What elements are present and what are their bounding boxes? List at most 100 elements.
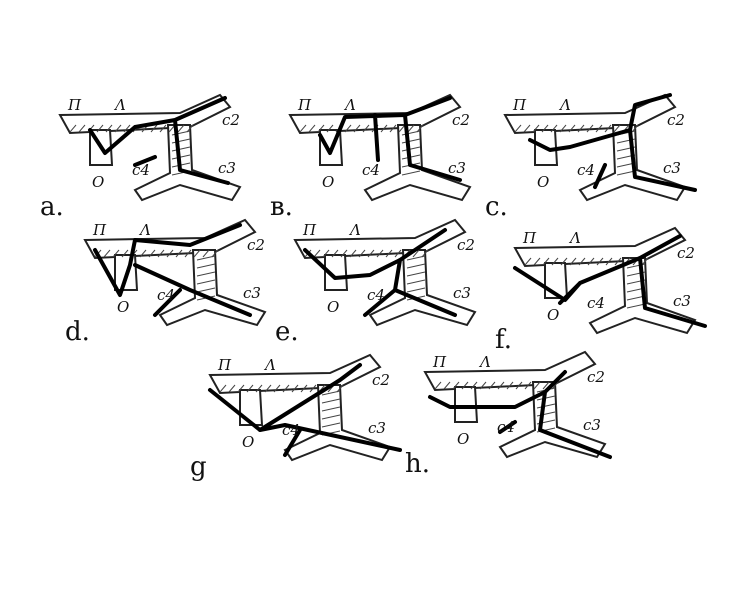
- hatch-mark: [196, 263, 216, 269]
- label-pi: П: [67, 96, 82, 114]
- hatch-mark: [321, 398, 341, 404]
- hatch-mark: [300, 384, 308, 393]
- hatch-mark: [613, 124, 621, 133]
- hatch-mark: [114, 124, 122, 133]
- label-c2: c2: [677, 244, 695, 262]
- hatch-mark: [308, 124, 316, 133]
- hatch-mark: [105, 124, 113, 133]
- molecular-tube: [498, 381, 607, 459]
- bond-path: [528, 93, 697, 192]
- hatch-mark: [282, 384, 290, 393]
- hatch-mark: [631, 124, 639, 133]
- hatch-mark: [389, 124, 397, 133]
- hatch-mark: [321, 390, 341, 396]
- hatch-mark: [514, 124, 522, 133]
- hatch-mark: [536, 403, 556, 409]
- hatch-mark: [228, 384, 236, 393]
- bond-path: [208, 363, 402, 457]
- hatch-mark: [401, 170, 421, 176]
- label-pi: П: [217, 356, 232, 374]
- hatch-mark: [401, 146, 421, 152]
- panel-letter: c.: [485, 192, 508, 222]
- label-pi: П: [432, 353, 447, 371]
- hatch-mark: [148, 249, 156, 258]
- hatch-mark: [313, 249, 321, 258]
- label-o: O: [327, 298, 339, 316]
- hatch-mark: [542, 257, 550, 266]
- label-c4: c4: [577, 161, 595, 179]
- bond-path: [93, 223, 252, 317]
- hatch-mark: [569, 257, 577, 266]
- hatch-mark: [358, 249, 366, 258]
- label-o: O: [457, 430, 469, 448]
- hatch-mark: [416, 124, 424, 133]
- hatch-mark: [412, 249, 420, 258]
- label-c2: c2: [222, 111, 240, 129]
- hatch-mark: [479, 381, 487, 390]
- label-lambda: Λ: [478, 353, 491, 371]
- hatch-mark: [159, 124, 167, 133]
- hatch-mark: [406, 279, 426, 285]
- label-c3: c3: [663, 159, 681, 177]
- label-c2: c2: [457, 236, 475, 254]
- panel-letter: f.: [495, 325, 512, 355]
- hatch-mark: [406, 255, 426, 261]
- hatch-mark: [551, 257, 559, 266]
- hatch-mark: [211, 249, 219, 258]
- label-c3: c3: [368, 419, 386, 437]
- hatch-mark: [196, 271, 216, 277]
- label-c2: c2: [452, 111, 470, 129]
- label-o: O: [322, 173, 334, 191]
- label-lambda: Λ: [343, 96, 356, 114]
- hatch-mark: [264, 384, 272, 393]
- molecular-tube: [324, 254, 349, 291]
- hatch-mark: [385, 249, 393, 258]
- hatch-mark: [321, 422, 341, 428]
- hatch-mark: [193, 249, 201, 258]
- hatch-mark: [523, 124, 531, 133]
- hatch-mark: [406, 287, 426, 293]
- hatch-mark: [533, 381, 541, 390]
- label-c3: c3: [243, 284, 261, 302]
- label-lambda: Λ: [138, 221, 151, 239]
- label-c3: c3: [218, 159, 236, 177]
- hatch-mark: [344, 124, 352, 133]
- hatch-mark: [362, 124, 370, 133]
- hatch-mark: [246, 384, 254, 393]
- hatch-mark: [103, 249, 111, 258]
- hatch-mark: [595, 124, 603, 133]
- hatch-mark: [604, 124, 612, 133]
- hatch-mark: [112, 249, 120, 258]
- hatch-mark: [542, 381, 550, 390]
- hatch-mark: [321, 406, 341, 412]
- label-c4: c4: [362, 161, 380, 179]
- label-pi: П: [512, 96, 527, 114]
- hatch-mark: [515, 381, 523, 390]
- hatch-mark: [175, 249, 183, 258]
- molecular-tube: [58, 93, 232, 135]
- hatch-mark: [340, 249, 348, 258]
- label-c3: c3: [453, 284, 471, 302]
- label-c2: c2: [372, 371, 390, 389]
- hatch-mark: [586, 124, 594, 133]
- hatch-mark: [470, 381, 478, 390]
- hatch-mark: [96, 124, 104, 133]
- hatch-mark: [219, 384, 227, 393]
- molecular-tube: [158, 249, 267, 327]
- label-lambda: Λ: [263, 356, 276, 374]
- hatch-mark: [380, 124, 388, 133]
- hatch-mark: [406, 271, 426, 277]
- hatch-mark: [166, 249, 174, 258]
- label-c2: c2: [247, 236, 265, 254]
- hatch-mark: [171, 154, 191, 160]
- hatch-mark: [394, 249, 402, 258]
- hatch-mark: [605, 257, 613, 266]
- hatch-mark: [177, 124, 185, 133]
- hatch-mark: [299, 124, 307, 133]
- hatch-mark: [196, 279, 216, 285]
- hatch-mark: [139, 249, 147, 258]
- molecular-tube: [454, 386, 479, 423]
- bond-path: [318, 96, 462, 182]
